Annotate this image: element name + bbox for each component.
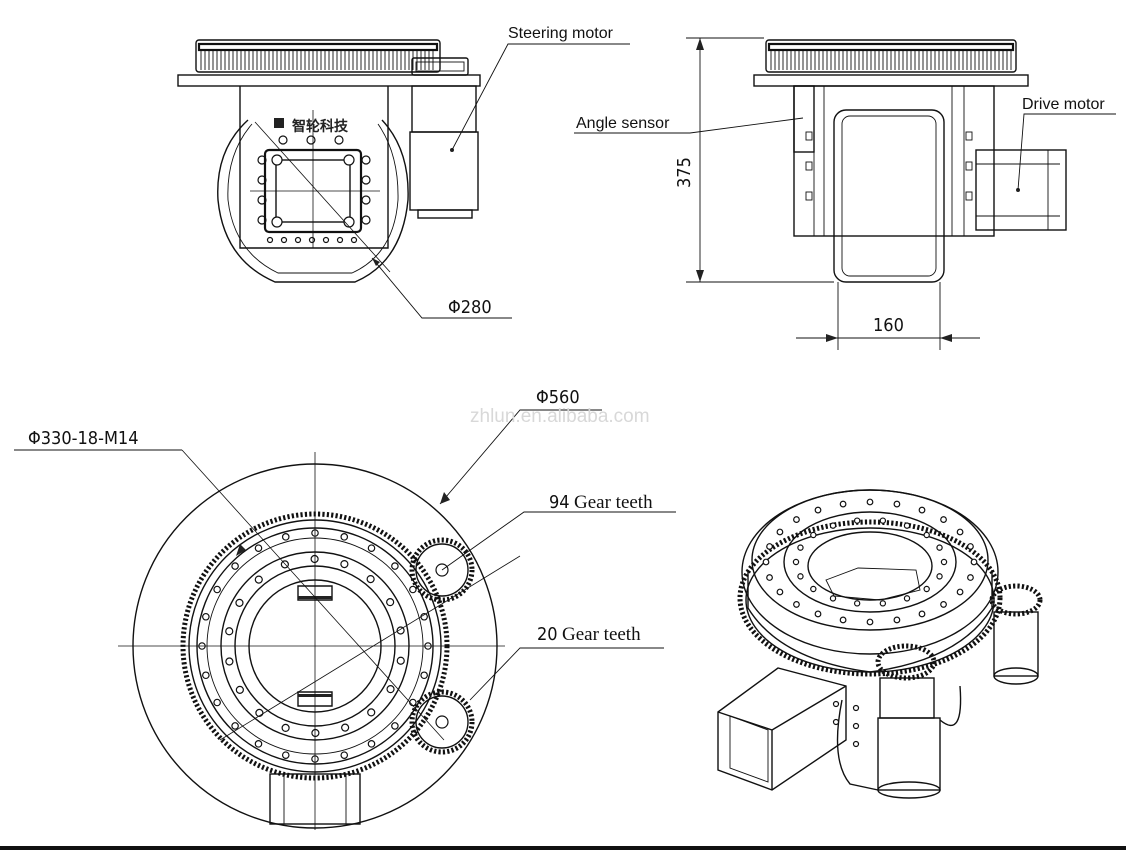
bottom-rule: [0, 846, 1126, 850]
top-view: Φ330-18-M14 Φ560 94 Gear teeth 20 Gear t…: [14, 387, 676, 830]
watermark-text: zhlun.en.alibaba.com: [470, 406, 650, 427]
height-dimension-label: 375: [674, 157, 695, 188]
ring-teeth-text: Gear teeth: [574, 492, 653, 513]
width-dimension-label: 160: [873, 315, 904, 336]
side-view: Angle sensor Drive motor 375 160: [574, 37, 1116, 350]
isometric-view: [717, 489, 1043, 799]
wheel-diameter-label: Φ280: [448, 297, 492, 318]
bearing-diameter-label: Φ560: [536, 387, 580, 408]
pinion-teeth-text: Gear teeth: [562, 624, 641, 645]
bolt-circle-label: Φ330-18-M14: [28, 428, 139, 449]
brand-text: 智轮科技: [291, 118, 349, 135]
angle-sensor-label: Angle sensor: [576, 115, 670, 132]
front-view: 智轮科技 Φ280 Steering motor: [177, 25, 630, 319]
steering-motor-label: Steering motor: [508, 25, 614, 42]
pinion-teeth-number: 20: [537, 624, 558, 645]
drive-motor-label: Drive motor: [1022, 96, 1105, 113]
ring-teeth-number: 94: [549, 492, 570, 513]
